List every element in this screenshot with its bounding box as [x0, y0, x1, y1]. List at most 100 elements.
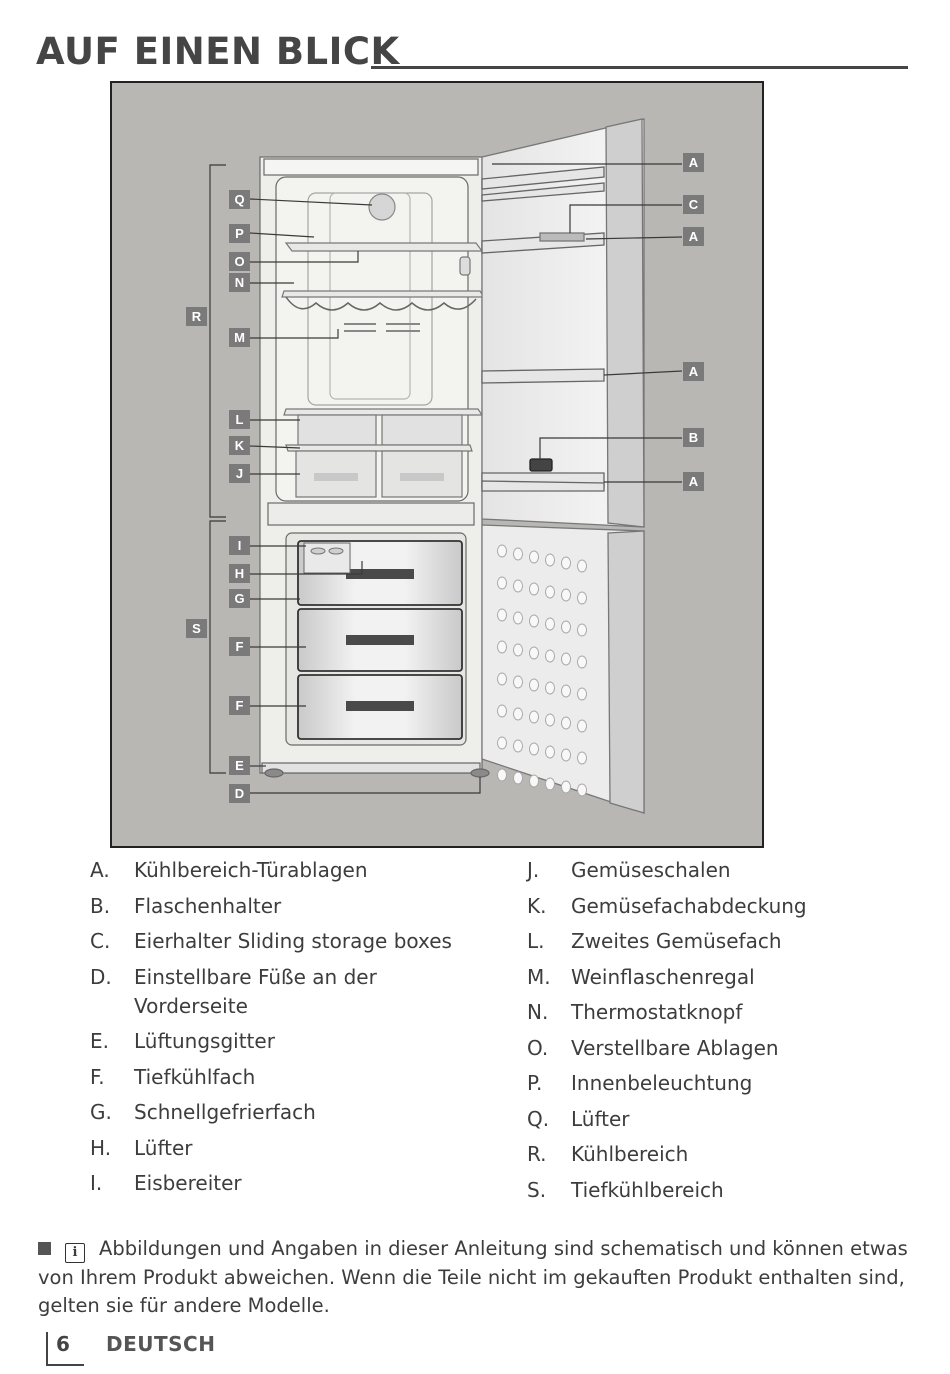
note-text: Abbildungen und Angaben in dieser Anleit… — [38, 1237, 908, 1317]
svg-text:N: N — [235, 275, 244, 290]
svg-text:D: D — [235, 786, 244, 801]
label-a-1: A — [683, 153, 704, 172]
label-e: E — [229, 756, 250, 775]
freezer-door-dimple — [513, 611, 523, 625]
svg-text:K: K — [235, 438, 245, 453]
freezer-door-dimple — [529, 614, 539, 628]
freezer-door-dimple — [529, 646, 539, 660]
label-o: O — [229, 252, 250, 271]
label-l: L — [229, 410, 250, 429]
label-a-4: A — [683, 472, 704, 491]
fridge-shelves — [281, 242, 486, 498]
callout-labels: Q P O N R M L K J I H G S F F E D A C A … — [186, 153, 704, 803]
bullet-square-icon — [38, 1242, 51, 1255]
freezer-door-dimple — [513, 643, 523, 657]
freezer-door — [481, 524, 645, 814]
label-d: D — [229, 784, 250, 803]
freezer-door-dimple — [577, 751, 587, 765]
freezer-door-dimple — [529, 582, 539, 596]
svg-text:F: F — [236, 639, 244, 654]
freezer-door-dimple — [545, 553, 555, 567]
label-k: K — [229, 436, 250, 455]
svg-text:P: P — [235, 226, 244, 241]
leader-lines — [249, 163, 683, 794]
freezer-door-dimple — [497, 768, 507, 782]
label-h: H — [229, 564, 250, 583]
freezer-door-dimple — [561, 716, 571, 730]
freezer-door-dimple — [513, 739, 523, 753]
svg-text:I: I — [238, 538, 242, 553]
freezer-door-dimple — [513, 547, 523, 561]
freezer-door-dimple — [529, 678, 539, 692]
svg-text:A: A — [689, 364, 699, 379]
freezer-door-dimple — [545, 777, 555, 791]
freezer-door-dimple — [529, 550, 539, 564]
svg-text:R: R — [192, 309, 202, 324]
freezer-door-dimple — [577, 783, 587, 797]
freezer-door-dimple — [577, 687, 587, 701]
freezer-door-dimple — [577, 719, 587, 733]
svg-text:G: G — [234, 591, 244, 606]
title-rule — [371, 66, 908, 69]
freezer-door-dimple — [497, 640, 507, 654]
freezer-door-dimple — [529, 774, 539, 788]
freezer-door-dimple — [561, 748, 571, 762]
label-f-2: F — [229, 696, 250, 715]
freezer-door-dimple — [545, 585, 555, 599]
svg-text:F: F — [236, 698, 244, 713]
freezer-door-dimple — [561, 588, 571, 602]
freezer-door-dimple — [497, 736, 507, 750]
freezer-door-dimple — [545, 681, 555, 695]
label-n: N — [229, 273, 250, 292]
footer-bracket — [46, 1332, 48, 1366]
info-icon: i — [65, 1243, 85, 1263]
freezer-door-dimple — [561, 780, 571, 794]
label-i: I — [229, 536, 250, 555]
svg-text:M: M — [234, 330, 245, 345]
freezer-door-dimple — [513, 707, 523, 721]
freezer-door-dimple — [529, 710, 539, 724]
freezer-door-dimple — [561, 684, 571, 698]
fridge-door — [481, 118, 645, 528]
footer-language: DEUTSCH — [106, 1332, 216, 1356]
freezer-door-dimple — [497, 672, 507, 686]
label-g: G — [229, 589, 250, 608]
label-p: P — [229, 224, 250, 243]
freezer-door-dimple — [497, 544, 507, 558]
label-j: J — [229, 464, 250, 483]
freezer-door-dimple — [497, 704, 507, 718]
freezer-door-dimple — [577, 623, 587, 637]
label-f-1: F — [229, 637, 250, 656]
freezer-door-dimple — [529, 742, 539, 756]
label-b: B — [683, 428, 704, 447]
svg-text:A: A — [689, 155, 699, 170]
svg-text:E: E — [235, 758, 244, 773]
page-title: AUF EINEN BLICK — [36, 30, 400, 73]
freezer-door-dimple — [497, 608, 507, 622]
svg-text:L: L — [236, 412, 244, 427]
freezer-door-dimple — [513, 579, 523, 593]
freezer-door-dimple — [561, 620, 571, 634]
freezer-door-dimple — [561, 556, 571, 570]
freezer-door-dimple — [545, 713, 555, 727]
label-c: C — [683, 195, 704, 214]
freezer-drawers — [297, 540, 463, 740]
freezer-door-dimple — [545, 745, 555, 759]
fridge-base — [261, 762, 490, 778]
svg-text:J: J — [236, 466, 243, 481]
freezer-door-dimple — [513, 675, 523, 689]
footer-bracket-bottom — [46, 1364, 84, 1366]
svg-text:O: O — [234, 254, 244, 269]
fridge-diagram: Q P O N R M L K J I H G S F F E D A C A … — [110, 81, 764, 848]
freezer-door-dimple — [513, 771, 523, 785]
freezer-door-dimple — [545, 649, 555, 663]
svg-text:C: C — [689, 197, 699, 212]
freezer-door-dimple — [497, 576, 507, 590]
page-number: 6 — [56, 1332, 70, 1356]
svg-text:A: A — [689, 474, 699, 489]
svg-text:S: S — [192, 621, 201, 636]
label-m: M — [229, 328, 250, 347]
svg-text:Q: Q — [234, 192, 244, 207]
svg-text:A: A — [689, 229, 699, 244]
